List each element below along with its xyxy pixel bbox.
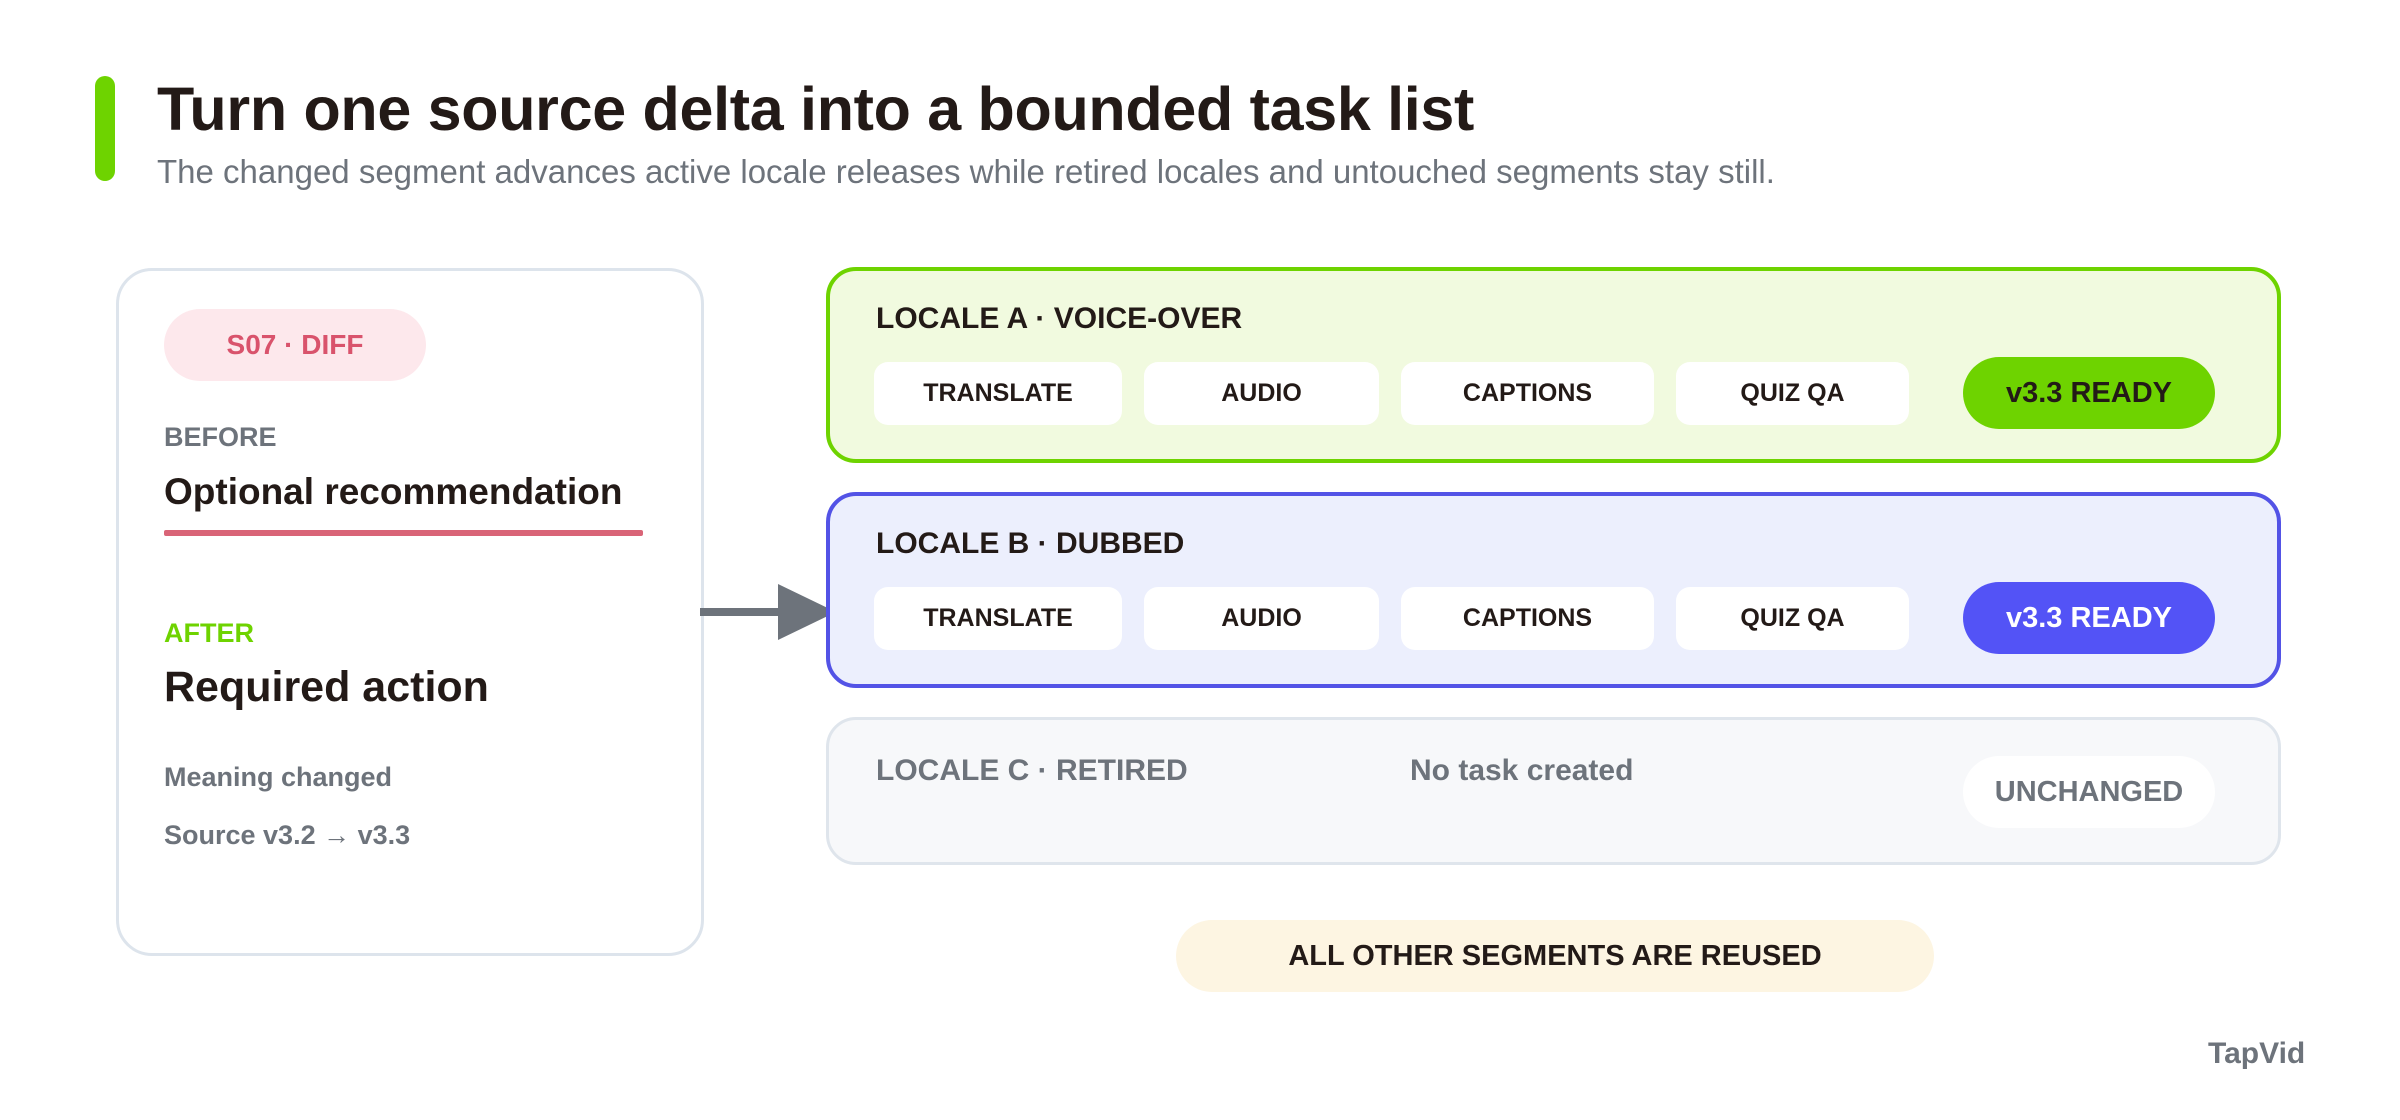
arrow-right-icon: [700, 584, 836, 640]
task-chip-captions: CAPTIONS: [1401, 587, 1654, 650]
task-chip-quiz-qa: QUIZ QA: [1676, 362, 1909, 425]
diff-badge: S07 · DIFF: [164, 309, 426, 381]
locale-a-title: LOCALE A · VOICE-OVER: [876, 302, 1243, 335]
task-chip-quiz-qa: QUIZ QA: [1676, 587, 1909, 650]
task-chip-translate: TRANSLATE: [874, 587, 1122, 650]
diff-card: [116, 268, 704, 956]
after-text: Required action: [164, 663, 489, 711]
task-chip-audio: AUDIO: [1144, 587, 1379, 650]
locale-c-note: No task created: [1410, 754, 1634, 787]
before-strike-rule: [164, 530, 643, 536]
locale-b-status-badge: v3.3 READY: [1963, 582, 2215, 654]
page-subtitle: The changed segment advances active loca…: [157, 153, 1775, 190]
task-chip-captions: CAPTIONS: [1401, 362, 1654, 425]
reuse-note-badge: ALL OTHER SEGMENTS ARE REUSED: [1176, 920, 1934, 992]
title-accent-bar: [95, 76, 115, 181]
after-label: AFTER: [164, 618, 254, 648]
task-chip-audio: AUDIO: [1144, 362, 1379, 425]
locale-c-status-badge: UNCHANGED: [1963, 756, 2215, 828]
task-chip-translate: TRANSLATE: [874, 362, 1122, 425]
locale-c-title: LOCALE C · RETIRED: [876, 754, 1188, 787]
locale-b-title: LOCALE B · DUBBED: [876, 527, 1185, 560]
brand-logo-text: TapVid: [2208, 1037, 2306, 1070]
page-title: Turn one source delta into a bounded tas…: [157, 75, 1475, 143]
meaning-changed-note: Meaning changed: [164, 762, 393, 792]
locale-a-status-badge: v3.3 READY: [1963, 357, 2215, 429]
source-version-note: Source v3.2 → v3.3: [164, 820, 411, 850]
before-text: Optional recommendation: [164, 471, 623, 512]
before-label: BEFORE: [164, 422, 277, 452]
